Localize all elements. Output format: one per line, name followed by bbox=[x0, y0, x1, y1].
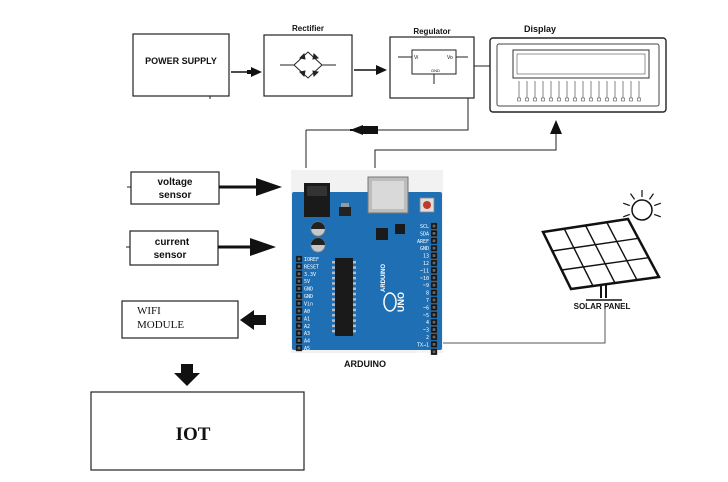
digital-top-pin-label: SCL bbox=[420, 224, 429, 230]
power-header-pin-label: RESET bbox=[304, 264, 319, 270]
arduino-vertical-text: ARDUINO bbox=[381, 264, 387, 292]
arrow-regulator-to-arduino bbox=[305, 98, 469, 168]
voltage-sensor-block: voltage sensor bbox=[127, 171, 220, 205]
iot-block: IOT bbox=[90, 391, 305, 471]
rectifier-block: Rectifier bbox=[263, 24, 353, 97]
digital-bottom-pin-label: ~6 bbox=[423, 305, 429, 311]
digital-bottom-pin-label: ~5 bbox=[423, 313, 429, 319]
display-block: Display bbox=[489, 24, 667, 113]
digital-top-pin-label: ~9 bbox=[423, 283, 429, 289]
analog-header-pin-label: A4 bbox=[304, 339, 310, 345]
arduino-logo: UNO ARDUINO bbox=[381, 264, 406, 312]
digital-bottom-pin-label: 7 bbox=[426, 298, 429, 304]
power-header-pin-label: GND bbox=[304, 294, 313, 300]
analog-header-pin-label: A3 bbox=[304, 331, 310, 337]
digital-top-pin-label: AREF bbox=[417, 239, 429, 245]
power-header-pin-label: 3.3V bbox=[304, 272, 316, 278]
arrow-current-to-arduino bbox=[218, 238, 276, 256]
arrow-voltage-to-arduino bbox=[219, 178, 282, 196]
digital-top-pin-label: GND bbox=[420, 246, 429, 252]
regulator-pin-in: Vi bbox=[414, 55, 418, 61]
lcd-pin-row bbox=[517, 81, 641, 102]
digital-bottom-pin-label: RX←0 bbox=[417, 350, 429, 356]
digital-top-pin-label: 8 bbox=[426, 291, 429, 297]
bridge-rectifier-icon bbox=[280, 51, 336, 79]
regulator-pin-out: Vo bbox=[447, 55, 453, 61]
rectifier-label: Rectifier bbox=[292, 24, 324, 33]
display-label: Display bbox=[524, 24, 556, 34]
digital-top-pin-label: SDA bbox=[420, 231, 429, 237]
digital-top-pin-label: ~10 bbox=[420, 276, 429, 282]
current-sensor-label-1: current bbox=[155, 237, 190, 248]
current-sensor-block: current sensor bbox=[126, 230, 219, 266]
solar-panel-icon bbox=[541, 190, 661, 301]
line-arduino-to-solar bbox=[443, 306, 606, 344]
analog-header-pin-label: A2 bbox=[304, 324, 310, 330]
analog-header-pin-label: A1 bbox=[304, 316, 310, 322]
analog-header-pin-label: A5 bbox=[304, 346, 310, 352]
power-header-pin-label: 5V bbox=[304, 279, 310, 285]
microcontroller-chip-icon bbox=[335, 258, 353, 336]
digital-bottom-pin-label: 2 bbox=[426, 335, 429, 341]
voltage-sensor-label-1: voltage bbox=[157, 177, 192, 188]
arrow-power-to-rectifier bbox=[231, 67, 262, 77]
digital-top-pin-label: 12 bbox=[423, 261, 429, 267]
wifi-module-label-1: WIFI bbox=[137, 305, 161, 317]
digital-bottom-pin-label: ~3 bbox=[423, 328, 429, 334]
power-header-pin-label: GND bbox=[304, 287, 313, 293]
arrow-wifi-to-iot bbox=[174, 364, 200, 386]
current-sensor-label-2: sensor bbox=[154, 250, 187, 261]
arrow-rectifier-to-regulator bbox=[354, 65, 387, 75]
digital-bottom-pin-label: TX→1 bbox=[417, 342, 429, 348]
regulator-pin-gnd: GND bbox=[431, 68, 440, 73]
wifi-module-block: WIFI MODULE bbox=[121, 300, 239, 339]
arrow-arduino-to-wifi bbox=[240, 310, 266, 330]
arduino-logo-text: UNO bbox=[396, 292, 406, 312]
analog-header-pin-label: A0 bbox=[304, 309, 310, 315]
regulator-block: Regulator Vi Vo GND bbox=[389, 27, 475, 99]
microcontroller-pins bbox=[332, 261, 356, 333]
solar-panel-label: SOLAR PANEL bbox=[574, 302, 631, 311]
arduino-headers: IOREFRESET3.3V5VGNDGNDVinA0A1A2A3A4A5SCL… bbox=[295, 222, 438, 356]
power-supply-label: POWER SUPPLY bbox=[145, 56, 217, 66]
regulator-label: Regulator bbox=[413, 27, 450, 36]
power-header-pin-label: Vin bbox=[304, 301, 313, 307]
digital-top-pin-label: ~11 bbox=[420, 268, 429, 274]
arduino-board: IOREFRESET3.3V5VGNDGNDVinA0A1A2A3A4A5SCL… bbox=[291, 170, 443, 356]
arduino-label: ARDUINO bbox=[344, 359, 386, 369]
digital-bottom-pin-label: 4 bbox=[426, 320, 429, 326]
digital-top-pin-label: 13 bbox=[423, 254, 429, 260]
sun-icon bbox=[623, 190, 661, 221]
voltage-sensor-label-2: sensor bbox=[159, 190, 192, 201]
arrow-arduino-to-display bbox=[374, 120, 562, 168]
power-supply-block: POWER SUPPLY bbox=[132, 33, 230, 99]
wifi-module-label-2: MODULE bbox=[137, 319, 184, 331]
power-header-pin-label: IOREF bbox=[304, 257, 319, 263]
iot-label: IOT bbox=[176, 424, 211, 445]
